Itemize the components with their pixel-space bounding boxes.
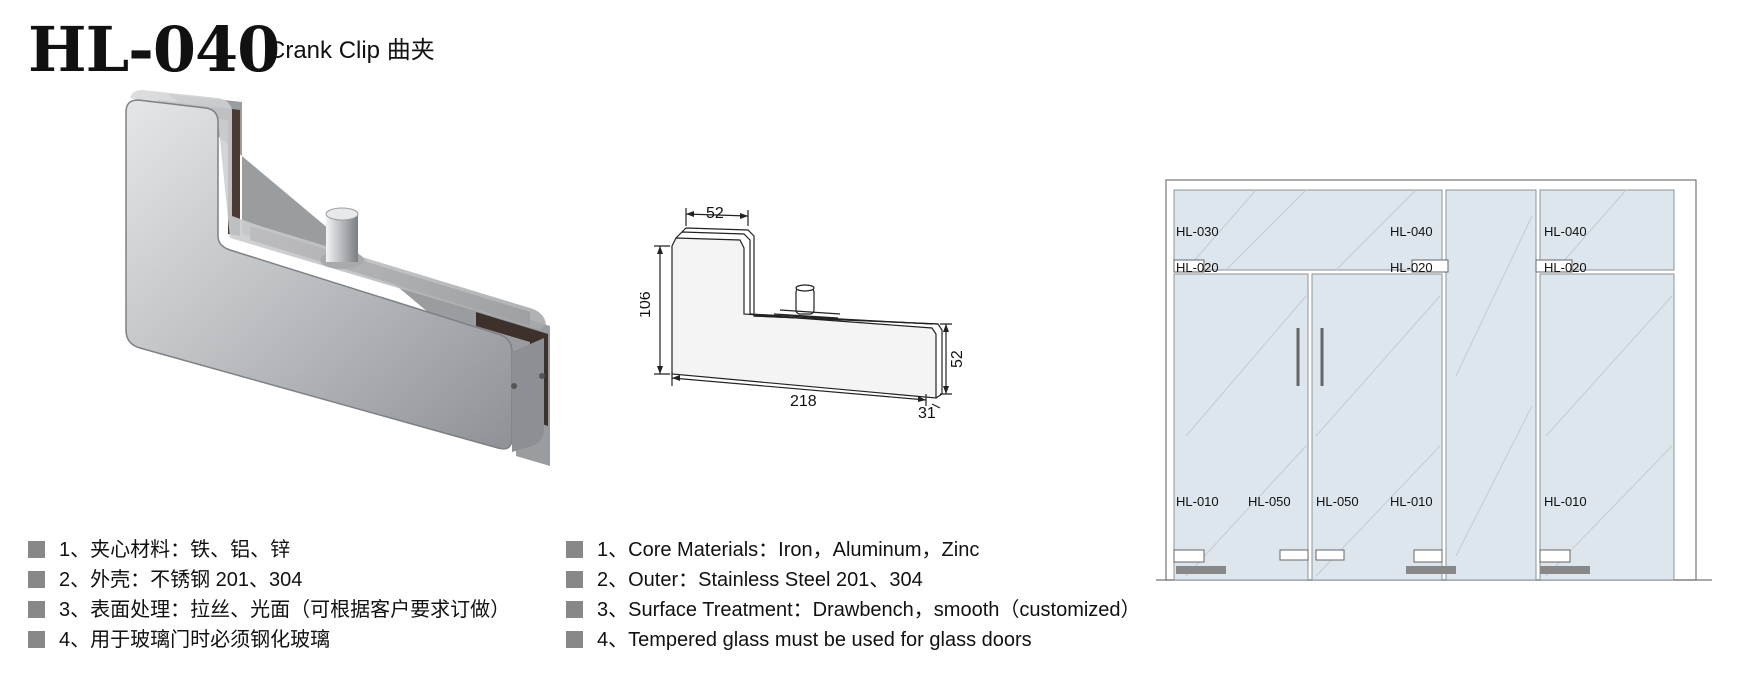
dim-height: 106 <box>640 291 654 318</box>
dim-thickness: 31 <box>918 405 936 422</box>
feature-en-1: 1、Core Materials：Iron，Aluminum，Zinc <box>566 538 979 562</box>
label-hl020-3: HL-020 <box>1544 260 1587 275</box>
product-subtitle: Crank Clip 曲夹 <box>268 37 435 64</box>
product-photo <box>125 90 550 466</box>
feature-cn-2: 2、外壳：不锈钢 201、304 <box>28 568 302 592</box>
bullet-square-icon <box>28 571 45 588</box>
label-hl040-right: HL-040 <box>1544 224 1587 239</box>
feature-cn-3: 3、表面处理：拉丝、光面（可根据客户要求订做） <box>28 598 510 622</box>
label-hl020-1: HL-020 <box>1176 260 1219 275</box>
dim-length: 218 <box>790 393 817 410</box>
bullet-square-icon <box>566 631 583 648</box>
feature-en-3: 3、Surface Treatment：Drawbench，smooth（cus… <box>566 598 1141 622</box>
label-hl010-3: HL-010 <box>1544 494 1587 509</box>
dimension-drawing: 52 106 218 52 31 <box>640 205 966 422</box>
dim-top-width: 52 <box>706 205 724 222</box>
door-application-diagram: HL-030 HL-040 HL-040 HL-020 HL-020 HL-02… <box>1156 179 1712 581</box>
label-hl030: HL-030 <box>1176 224 1219 239</box>
label-hl020-2: HL-020 <box>1390 260 1433 275</box>
label-hl010-2: HL-010 <box>1390 494 1433 509</box>
label-hl050-1: HL-050 <box>1248 494 1291 509</box>
feature-cn-4: 4、用于玻璃门时必须钢化玻璃 <box>28 628 330 652</box>
dim-right-height: 52 <box>949 350 966 368</box>
bullet-square-icon <box>566 571 583 588</box>
bullet-square-icon <box>28 601 45 618</box>
bullet-square-icon <box>28 631 45 648</box>
bullet-square-icon <box>566 601 583 618</box>
bullet-square-icon <box>566 541 583 558</box>
label-hl040-left: HL-040 <box>1390 224 1433 239</box>
feature-en-4: 4、Tempered glass must be used for glass … <box>566 628 1032 652</box>
label-hl050-2: HL-050 <box>1316 494 1359 509</box>
product-model-title: HL-040 <box>28 13 280 86</box>
label-hl010-1: HL-010 <box>1176 494 1219 509</box>
feature-en-2: 2、Outer：Stainless Steel 201、304 <box>566 568 923 592</box>
feature-cn-1: 1、夹心材料：铁、铝、锌 <box>28 538 290 562</box>
bullet-square-icon <box>28 541 45 558</box>
